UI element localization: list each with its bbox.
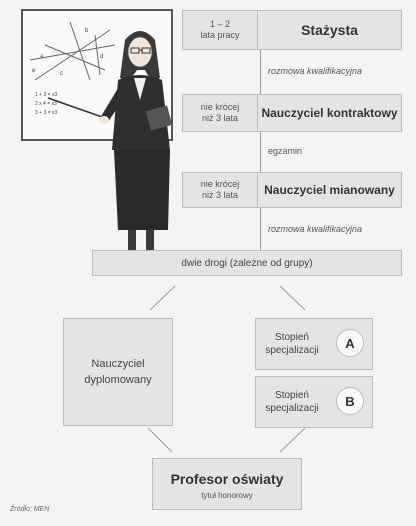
stage-stazysta: 1 – 2 lata pracy Stażysta [182,10,402,50]
grade-badge: B [336,387,364,415]
stage-mianowany: nie krócej niż 3 lata Nauczyciel mianowa… [182,172,402,208]
stage-title: Stażysta [301,22,358,38]
nauczyciel-dyplomowany: Nauczyciel dyplomowany [63,318,173,426]
transition-label: egzamin [268,146,303,156]
board-label-b: b [85,28,89,34]
stage-title: Nauczyciel mianowany [264,183,395,197]
stage-kontraktowy: nie krócej niż 3 lata Nauczyciel kontrak… [182,94,402,132]
board-formula: 1 + 2 = x3 [35,92,57,98]
specialization-label: Stopień specjalizacji [265,332,319,356]
board-label-a: a [40,54,44,60]
grade-badge: A [336,329,364,357]
specialization-label: Stopień specjalizacji [265,390,319,414]
transition-label: rozmowa kwalifikacyjna [268,224,363,234]
transition-label: rozmowa kwalifikacyjna [268,66,363,76]
connector-line [260,208,261,250]
stage-period: nie krócej niż 3 lata [183,173,258,207]
connector-line [260,50,261,94]
two-paths-bar: dwie drogi (zależne od grupy) [92,250,402,276]
specialization-a: Stopień specjalizacji A [255,318,373,370]
stage-title: Nauczyciel kontraktowy [261,106,398,120]
stage-period: 1 – 2 lata pracy [183,11,258,49]
stage-period: nie krócej niż 3 lata [183,95,258,131]
board-formula: 3 + 3 = x3 [35,110,57,116]
connector-line [260,132,261,172]
profesor-oswiaty: Profesor oświaty tytuł honorowy [152,458,302,510]
teacher-illustration: a b c d e 1 + 2 = x3 2 x 4 = x3 3 + 3 = … [21,9,173,262]
profesor-title: Profesor oświaty [170,471,284,487]
board-label-d: d [100,54,103,60]
board-formula: 2 x 4 = x3 [35,101,57,107]
specialization-b: Stopień specjalizacji B [255,376,373,428]
profesor-subtitle: tytuł honorowy [201,491,253,500]
board-label-c: c [60,71,63,77]
source-note: Źródło: MEN [10,506,50,513]
board-label-e: e [32,68,36,74]
